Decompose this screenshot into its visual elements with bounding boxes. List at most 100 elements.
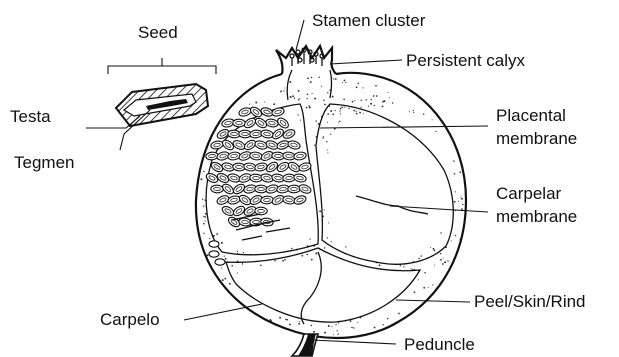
stipple-dot <box>311 325 313 327</box>
stipple-dot <box>423 113 425 115</box>
stipple-dot <box>284 259 286 261</box>
aril-seed <box>209 241 219 247</box>
aril-seed <box>211 185 224 193</box>
stipple-dot <box>314 145 315 146</box>
stipple-dot <box>328 325 330 327</box>
carpelar-membrane-curve <box>356 196 428 214</box>
label-tegmen: Tegmen <box>14 153 74 172</box>
stipple-dot <box>353 327 354 328</box>
aril-seed <box>271 107 285 118</box>
stipple-dot <box>333 334 334 335</box>
stipple-dot <box>311 259 313 261</box>
stipple-dot <box>286 319 288 321</box>
stipple-dot <box>315 120 316 121</box>
stipple-dot <box>299 321 300 322</box>
stipple-dot <box>454 173 456 175</box>
stipple-dot <box>343 98 345 100</box>
stipple-dot <box>328 222 329 223</box>
stipple-dot <box>279 317 281 319</box>
stipple-dot <box>310 81 312 83</box>
stipple-dot <box>447 260 448 261</box>
stipple-dot <box>327 152 328 153</box>
stipple-dot <box>363 113 364 114</box>
stipple-dot <box>209 238 210 239</box>
stipple-dot <box>321 86 322 87</box>
stipple-dot <box>398 313 400 315</box>
aril-seed <box>293 151 306 160</box>
stipple-dot <box>326 141 327 142</box>
aril-seed <box>238 193 253 206</box>
stipple-dot <box>330 134 331 135</box>
stipple-dot <box>335 110 336 111</box>
stipple-dot <box>344 107 345 108</box>
stipple-dot <box>308 105 310 107</box>
stipple-dot <box>434 265 435 266</box>
stipple-dot <box>345 246 346 247</box>
aril-seed <box>209 251 219 257</box>
stipple-dot <box>202 199 203 200</box>
stipple-dot <box>307 93 309 95</box>
stipple-dot <box>300 120 301 121</box>
stipple-dot <box>249 104 250 105</box>
stipple-dot <box>313 331 315 333</box>
stipple-dot <box>330 110 332 112</box>
stipple-dot <box>260 264 262 266</box>
stipple-dot <box>231 265 233 267</box>
stipple-dot <box>430 247 431 248</box>
stipple-dot <box>318 77 320 79</box>
stipple-dot <box>237 251 238 252</box>
stipple-dot <box>237 273 238 274</box>
stipple-dot <box>327 150 328 151</box>
stipple-dot <box>229 283 231 285</box>
label-placental-1: Placental <box>496 106 566 125</box>
stipple-dot <box>370 99 371 100</box>
stipple-dot <box>387 92 388 93</box>
aril-seed <box>298 162 312 173</box>
stipple-dot <box>353 110 355 112</box>
stipple-dot <box>357 322 358 323</box>
leader-peduncle <box>312 340 396 344</box>
stipple-dot <box>403 266 404 267</box>
stipple-dot <box>322 137 324 139</box>
stipple-dot <box>224 256 225 257</box>
stipple-dot <box>294 97 295 98</box>
stipple-dot <box>433 248 435 250</box>
stipple-dot <box>458 201 459 202</box>
stipple-dot <box>324 104 326 106</box>
fruit-peel-outline <box>196 73 466 338</box>
stipple-dot <box>319 210 321 212</box>
aril-seed <box>238 106 252 117</box>
stipple-dot <box>225 258 227 260</box>
stipple-dot <box>297 114 298 115</box>
stipple-dot <box>292 95 294 97</box>
stipple-dot <box>414 291 416 293</box>
stipple-dot <box>205 213 207 215</box>
stipple-dot <box>374 327 376 329</box>
carpel-chamber-bottom <box>226 248 420 322</box>
stipple-dot <box>341 106 343 108</box>
stipple-dot <box>392 102 393 103</box>
stipple-dot <box>327 237 328 238</box>
stipple-dot <box>306 107 308 109</box>
stipple-dot <box>357 83 359 85</box>
aril-seed <box>227 151 240 160</box>
stipple-dot <box>360 107 361 108</box>
stipple-dot <box>332 96 334 98</box>
aril-seed <box>282 128 296 140</box>
stipple-dot <box>348 108 349 109</box>
stipple-dot <box>312 93 313 94</box>
stipple-dot <box>340 108 342 110</box>
stipple-dot <box>460 196 461 197</box>
stipple-dot <box>338 323 339 324</box>
stipple-dot <box>339 110 340 111</box>
stipple-dot <box>435 131 436 132</box>
stipple-dot <box>289 81 291 83</box>
stipple-dot <box>434 250 436 252</box>
stipple-dot <box>327 113 329 115</box>
calyx-inner-line <box>287 70 331 100</box>
stipple-dot <box>359 112 361 114</box>
stipple-dot <box>324 332 326 334</box>
bottom-membrane-fold <box>301 252 321 324</box>
aril-seed <box>249 151 262 160</box>
stipple-dot <box>335 78 337 80</box>
